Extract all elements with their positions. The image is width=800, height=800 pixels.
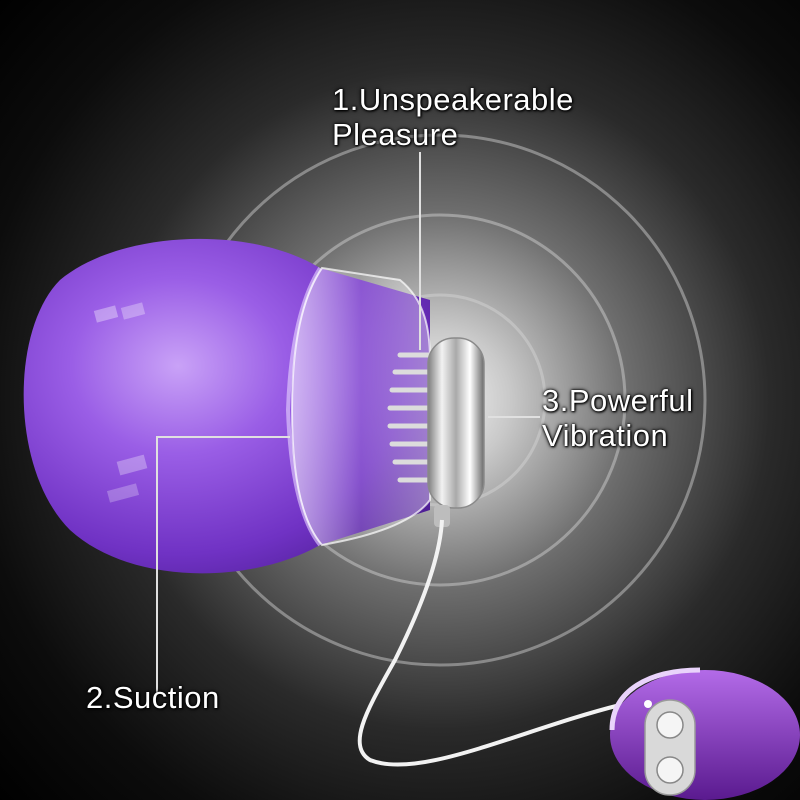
leader-lines bbox=[156, 152, 540, 695]
callout-pleasure: 1.Unspeakerable Pleasure bbox=[332, 82, 574, 152]
callout-suction-text: 2.Suction bbox=[86, 680, 220, 715]
cable bbox=[357, 519, 621, 767]
callout-pleasure-line1: 1.Unspeakerable bbox=[332, 82, 574, 117]
callout-vibration-line2: Vibration bbox=[542, 418, 669, 453]
clear-housing bbox=[290, 266, 431, 547]
remote-control-icon bbox=[609, 667, 800, 800]
callout-vibration: 3.Powerful Vibration bbox=[542, 383, 693, 453]
vibrating-bullet bbox=[427, 337, 485, 527]
stimulating-nubs bbox=[387, 352, 433, 483]
callout-suction: 2.Suction bbox=[86, 680, 220, 715]
callout-vibration-line1: 3.Powerful bbox=[542, 383, 694, 418]
callout-pleasure-line2: Pleasure bbox=[332, 117, 459, 152]
